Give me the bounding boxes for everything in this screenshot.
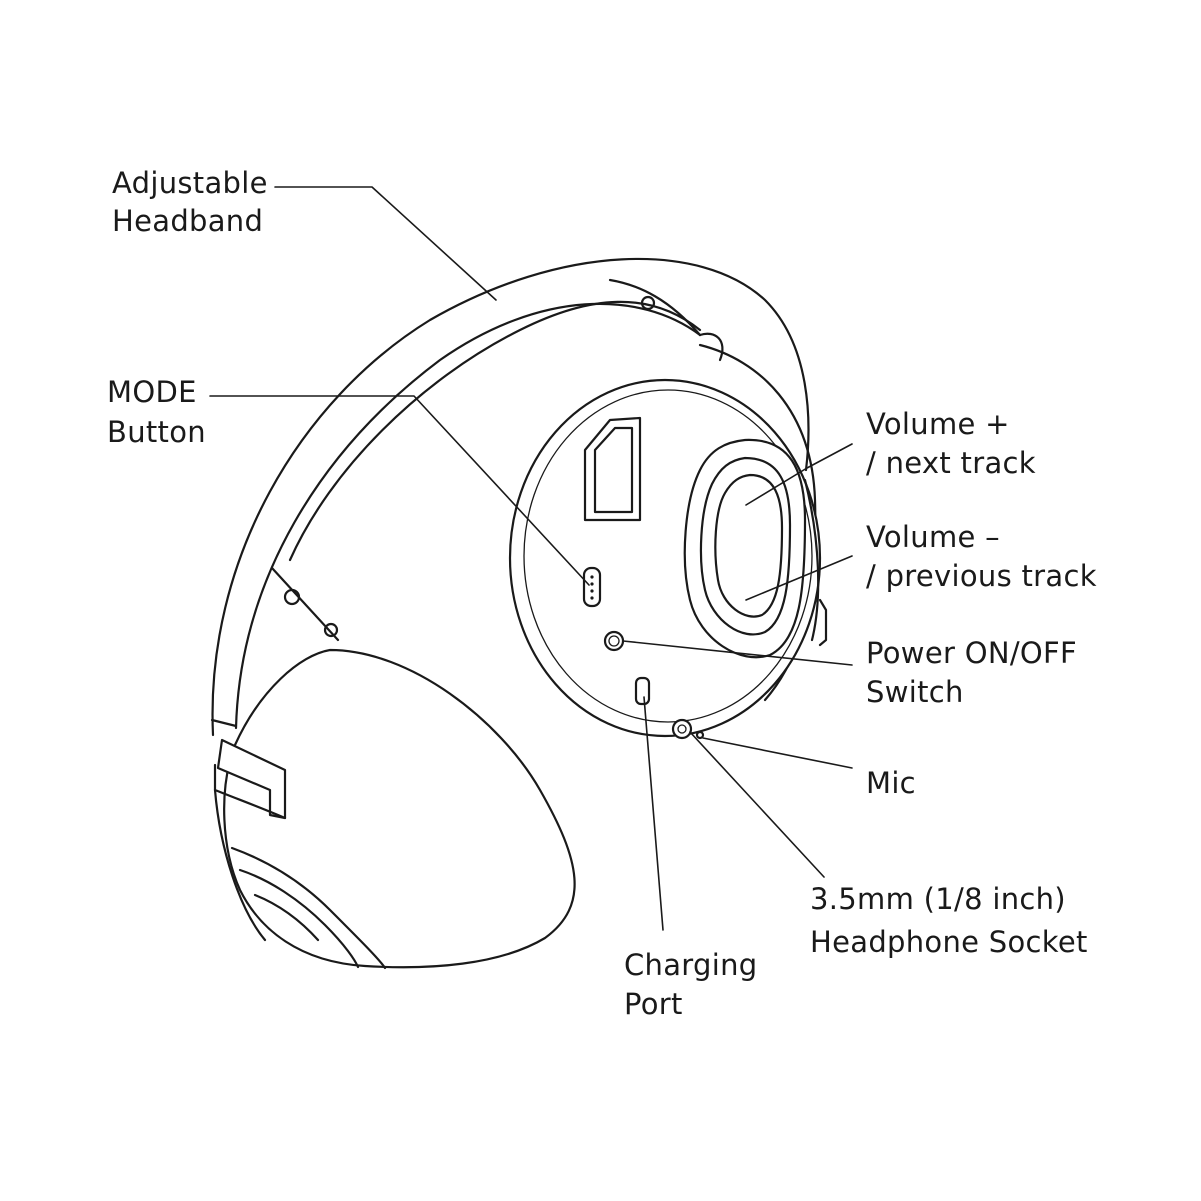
headband-inner <box>234 302 702 730</box>
left-hinge <box>216 738 287 820</box>
label-volume-up: Volume + / next track <box>866 407 1036 480</box>
power-switch <box>603 630 625 652</box>
label-mic: Mic <box>866 766 916 800</box>
label-volume-down: Volume – / previous track <box>866 520 1097 593</box>
mic <box>695 730 705 740</box>
headphones-illustration <box>210 257 828 970</box>
label-headphone-socket: 3.5mm (1/8 inch) Headphone Socket <box>810 882 1088 959</box>
headband-hole <box>283 588 301 606</box>
labels: Adjustable Headband MODE Button Volume +… <box>107 166 1097 1021</box>
headband-hole <box>640 295 656 311</box>
label-charging-port: Charging Port <box>624 948 767 1021</box>
mode-button <box>582 566 602 608</box>
leader-lines <box>209 186 853 931</box>
headband-hole <box>323 622 339 638</box>
left-cup <box>223 648 576 969</box>
label-mode-button: MODE Button <box>107 375 206 449</box>
label-power-switch: Power ON/OFF Switch <box>866 636 1087 709</box>
label-adjustable-headband: Adjustable Headband <box>112 166 277 238</box>
headband-outer <box>211 257 810 737</box>
touch-pad <box>714 473 784 618</box>
charging-port <box>634 676 651 706</box>
touch-panel <box>683 438 807 659</box>
headphone-socket <box>671 718 693 740</box>
